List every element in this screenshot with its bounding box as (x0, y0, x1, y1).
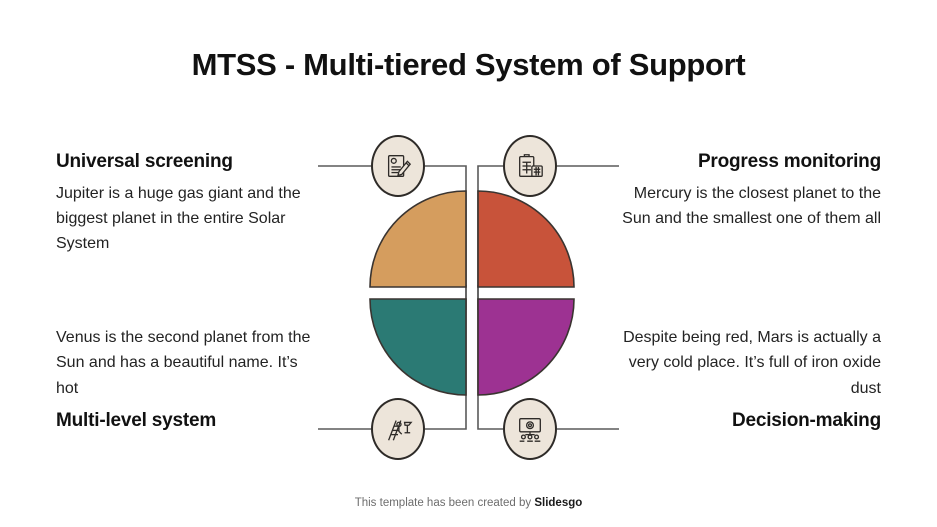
heading-universal-screening: Universal screening (56, 151, 233, 172)
clipboard-calculator-icon (515, 151, 545, 181)
person-ladder-icon (383, 414, 413, 444)
diagram-canvas (318, 165, 619, 430)
icon-bubble-decision-making[interactable] (503, 398, 557, 460)
footer-credit: This template has been created by Slides… (0, 497, 937, 509)
footer-prefix: This template has been created by (354, 497, 535, 509)
page-title: MTSS - Multi-tiered System of Support (191, 47, 746, 82)
document-pencil-icon (383, 151, 413, 181)
body-multi-level-system: Venus is the second planet from the Sun … (56, 329, 311, 397)
heading-multi-level-system: Multi-level system (56, 409, 217, 431)
icon-bubble-progress-monitoring[interactable] (503, 135, 557, 197)
text-block-progress-monitoring: Progress monitoring Mercury is the close… (619, 150, 881, 231)
quadrant-multi-level-system[interactable] (369, 298, 467, 396)
monitor-gear-icon (515, 414, 545, 444)
text-block-decision-making: Despite being red, Mars is actually a ve… (619, 325, 881, 433)
connector-lines (318, 165, 619, 430)
mtss-diagram: Universal screening Jupiter is a huge ga… (0, 110, 937, 470)
footer-brand[interactable]: Slidesgo (534, 497, 583, 509)
quadrant-universal-screening[interactable] (369, 190, 467, 288)
icon-bubble-multi-level-system[interactable] (371, 398, 425, 460)
quadrant-group (369, 190, 575, 396)
heading-decision-making: Decision-making (731, 409, 881, 431)
body-decision-making: Despite being red, Mars is actually a ve… (623, 329, 881, 397)
text-block-universal-screening: Universal screening Jupiter is a huge ga… (56, 150, 318, 257)
quadrant-decision-making[interactable] (477, 298, 575, 396)
text-block-multi-level-system: Venus is the second planet from the Sun … (56, 325, 318, 433)
quadrant-progress-monitoring[interactable] (477, 190, 575, 288)
icon-bubble-universal-screening[interactable] (371, 135, 425, 197)
body-progress-monitoring: Mercury is the closest planet to the Sun… (622, 184, 881, 228)
body-universal-screening: Jupiter is a huge gas giant and the bigg… (56, 184, 301, 253)
heading-progress-monitoring: Progress monitoring (697, 151, 881, 172)
